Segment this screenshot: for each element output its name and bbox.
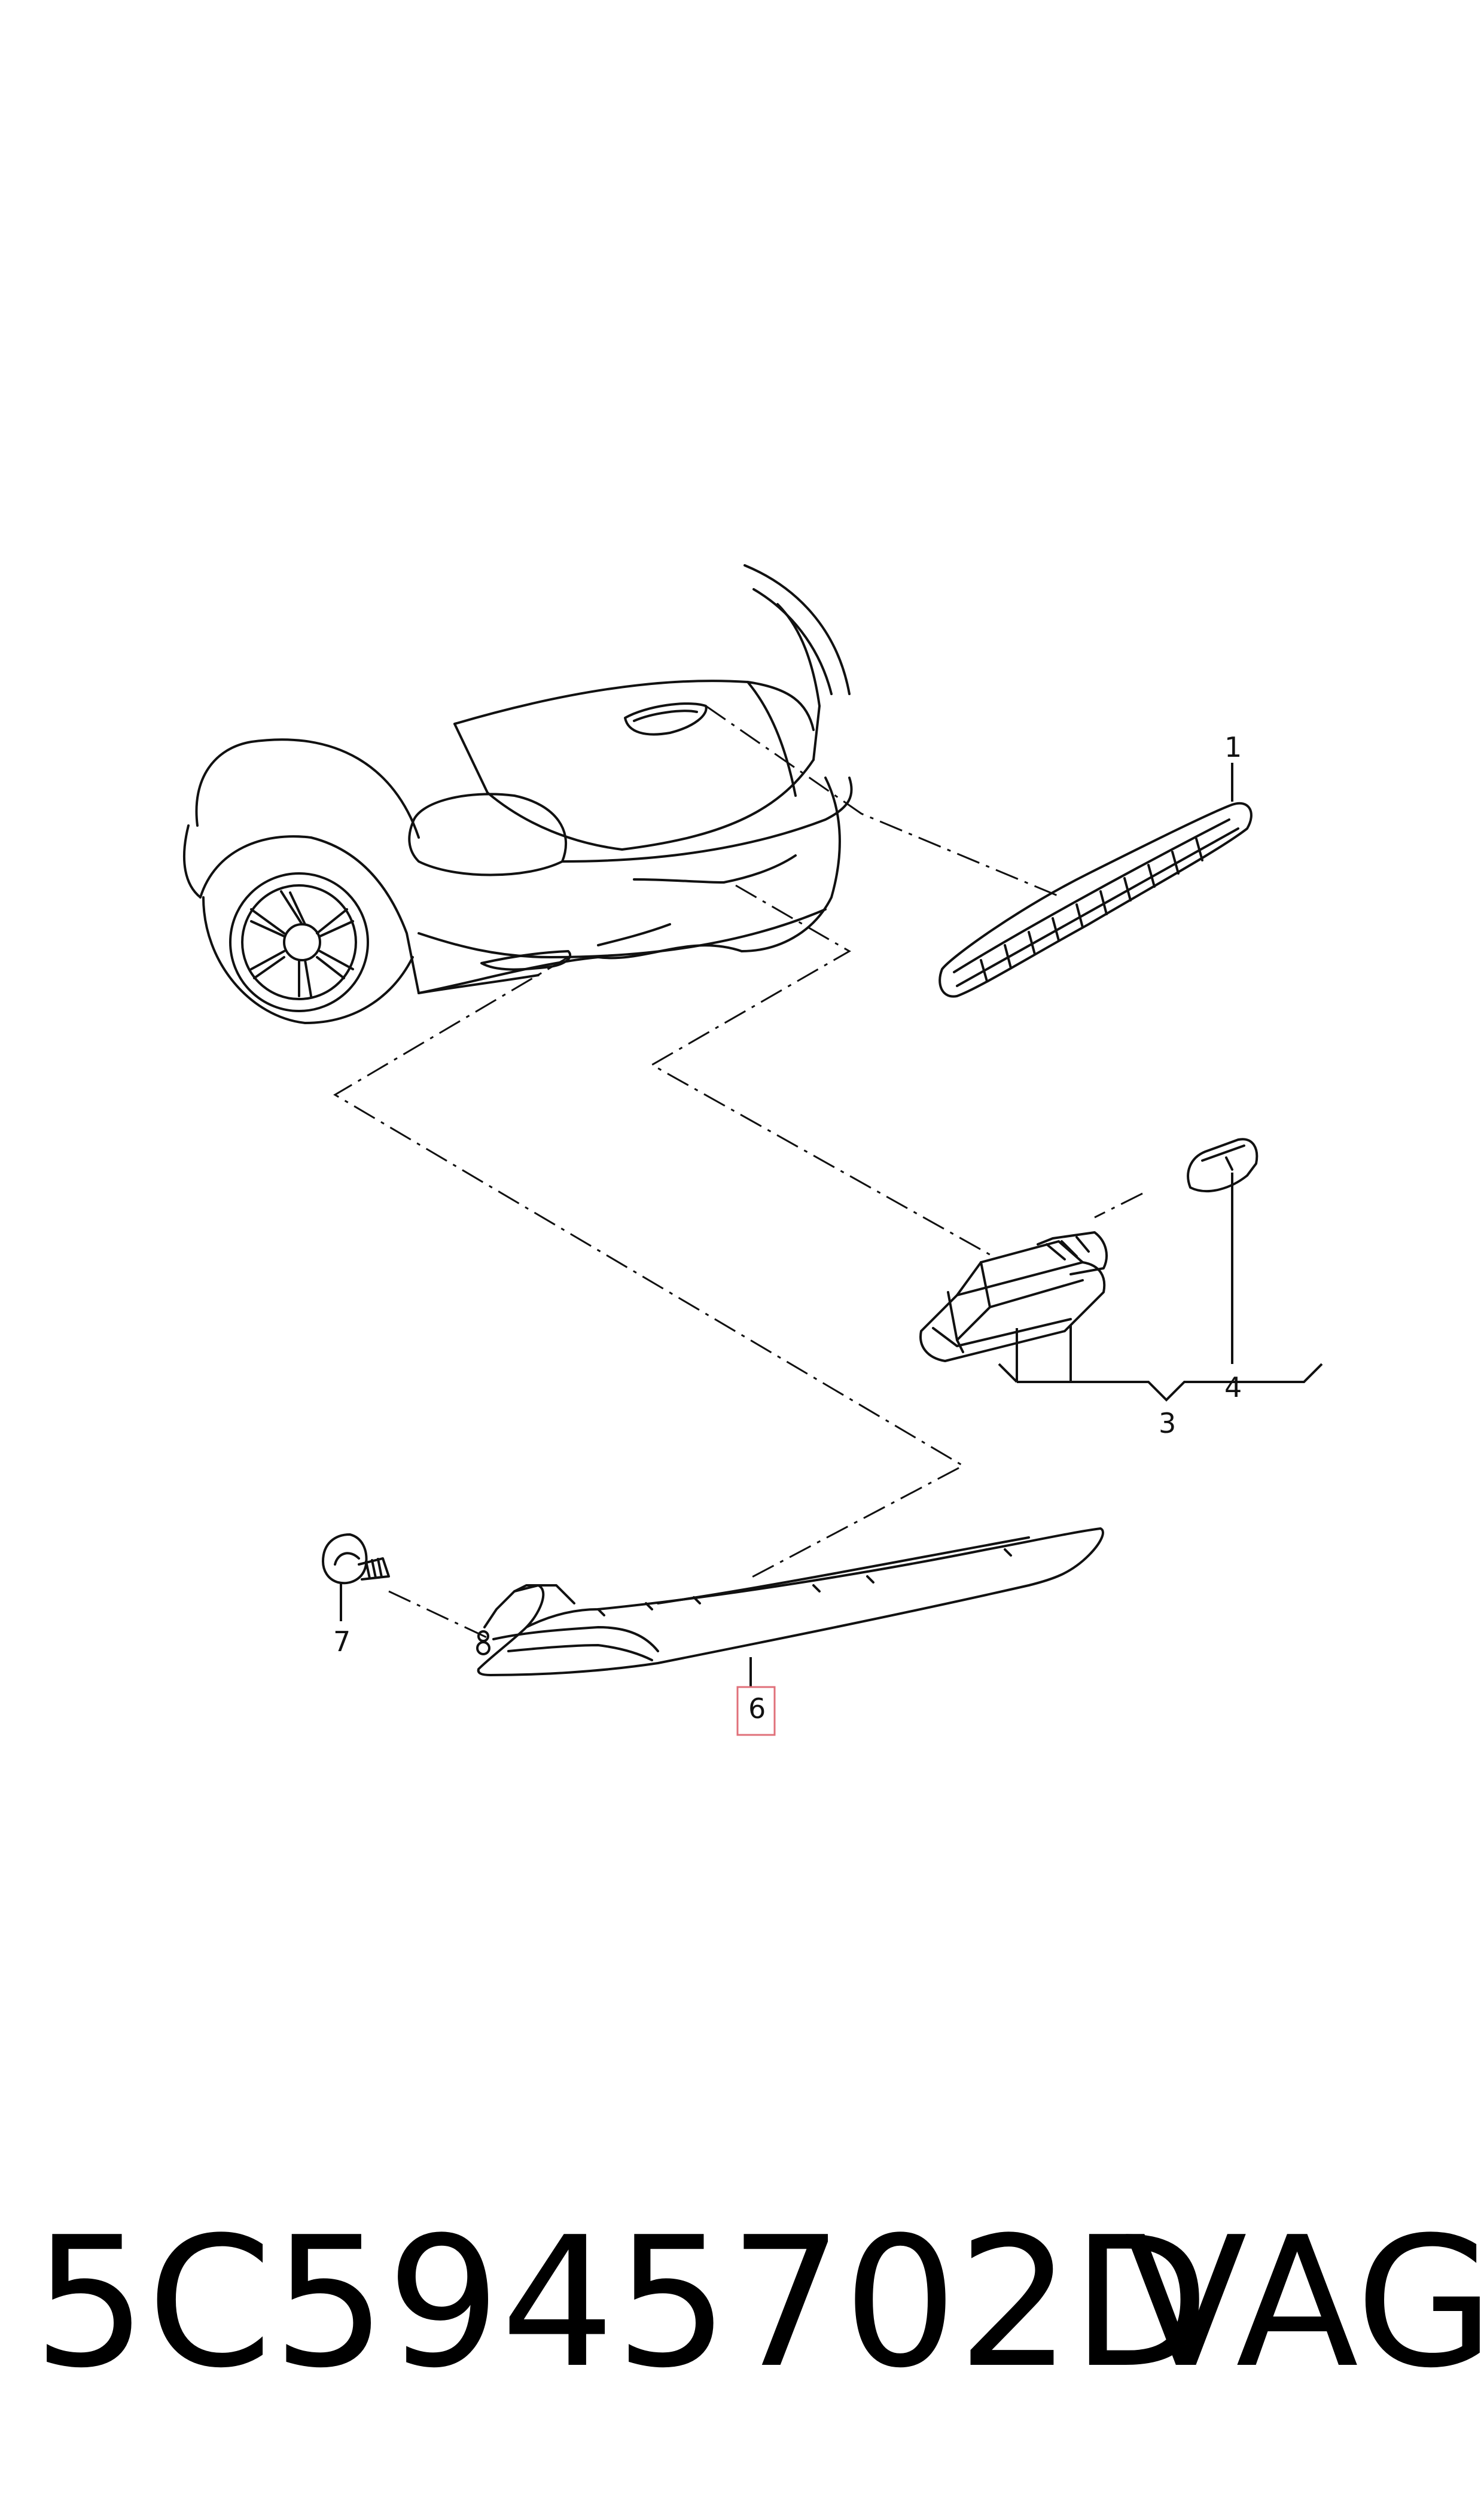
car-rear-illustration [182, 564, 853, 1024]
callout-7: 7 [333, 1625, 351, 1658]
part-7-bolt [322, 1533, 390, 1585]
part-3-licence-plate-lamp [919, 1231, 1108, 1362]
brand-name: VAG [1125, 2199, 1484, 2407]
callout-1: 1 [1224, 731, 1242, 763]
callout-4: 4 [1224, 1371, 1242, 1403]
callout-3: 3 [1159, 1407, 1176, 1439]
callout-6: 6 [748, 1692, 766, 1725]
part-6-rear-reflector [476, 1527, 1104, 1676]
highlight-box-callout-6 [736, 1686, 776, 1736]
part-1-third-brake-light [938, 802, 1253, 998]
bracket-callout-3 [998, 1363, 1323, 1402]
part-number: 5C5945702D [33, 2199, 1210, 2407]
part-4-bulb [1187, 1138, 1258, 1193]
leader-lines [333, 705, 1143, 1640]
leader-callout-3 [1016, 1325, 1072, 1383]
